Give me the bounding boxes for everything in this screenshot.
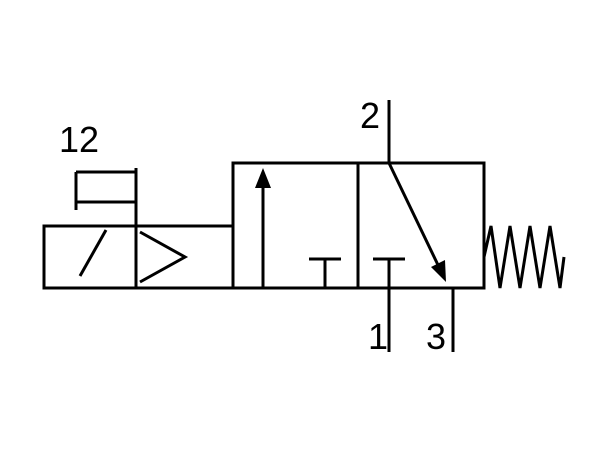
solenoid-coil-slash: [78, 229, 108, 277]
valve-position-right: [356, 161, 486, 290]
blocked-port-right: [373, 257, 405, 288]
port-label-inlet: 1: [368, 316, 388, 357]
flow-arrow-up: [255, 168, 271, 288]
pilot-triangle: [139, 230, 189, 284]
port-label-outlet: 2: [360, 95, 380, 136]
port-label-exhaust: 3: [426, 316, 446, 357]
blocked-port-left: [309, 257, 341, 288]
port-label-pilot: 12: [59, 119, 99, 160]
valve-position-left: [231, 161, 360, 290]
flow-arrow-diagonal: [387, 162, 446, 282]
return-spring: [482, 225, 566, 289]
manual-override-bracket: [74, 168, 138, 226]
